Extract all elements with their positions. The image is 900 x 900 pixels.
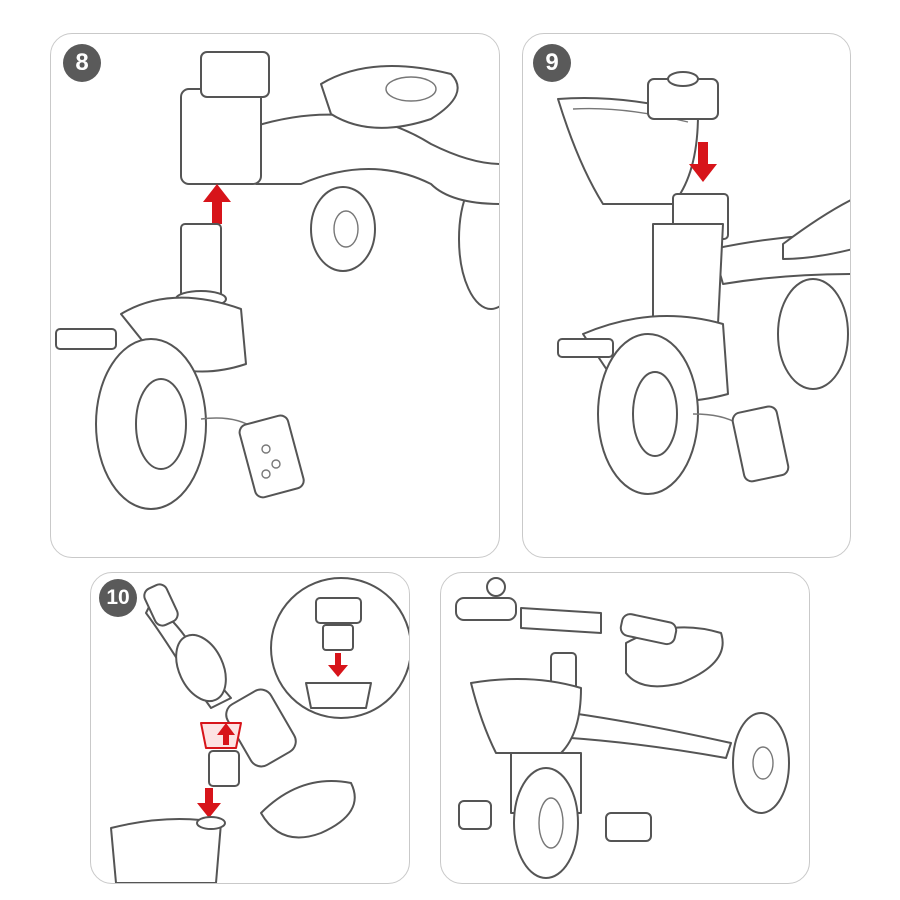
- step-9-illustration: [557, 71, 850, 495]
- down-arrow: [689, 142, 717, 182]
- up-arrow: [217, 723, 235, 745]
- step-number-badge: 10: [99, 579, 137, 617]
- down-arrow: [197, 788, 221, 818]
- step-8-panel: 8: [50, 33, 500, 558]
- step-number-badge: 8: [63, 44, 101, 82]
- assembled-tricycle-illustration: [455, 577, 790, 879]
- step-10-illustration: [110, 577, 409, 883]
- up-arrow: [203, 184, 231, 224]
- assembled-tricycle-panel: [440, 572, 810, 884]
- step-9-panel: 9: [522, 33, 851, 558]
- step-10-panel: 10: [90, 572, 410, 884]
- step-8-illustration: [55, 51, 499, 510]
- step-number-badge: 9: [533, 44, 571, 82]
